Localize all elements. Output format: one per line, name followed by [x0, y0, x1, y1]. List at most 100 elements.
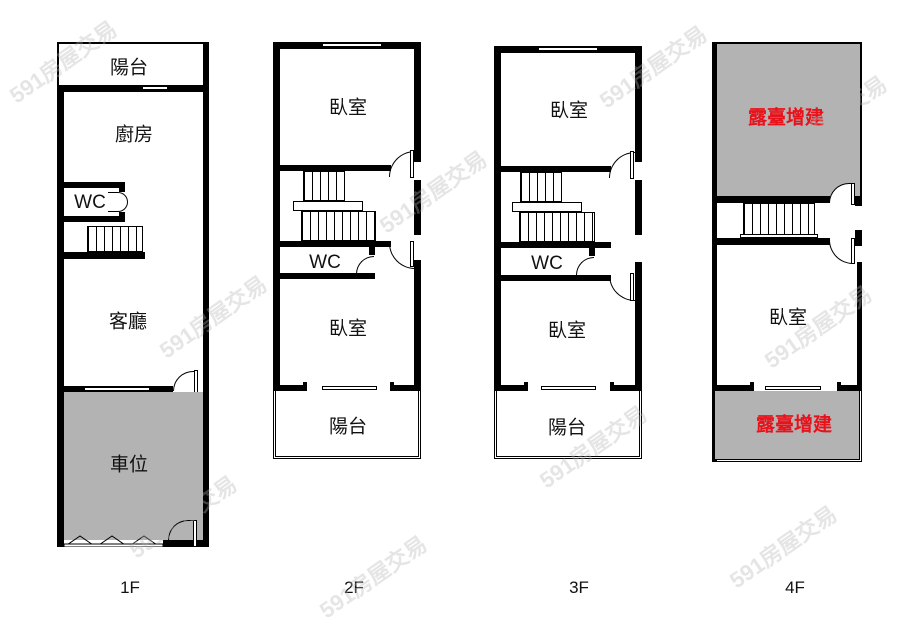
staircase: [743, 203, 815, 235]
stair-landing: [293, 201, 363, 211]
wall: [273, 273, 375, 279]
wall: [612, 385, 642, 391]
terrace-area: [714, 391, 860, 459]
room-label-living-room: 客廳: [108, 310, 148, 333]
room-label-wc: WC: [531, 253, 563, 274]
window: [84, 387, 150, 391]
balcony-frame: [494, 391, 642, 459]
wall: [494, 166, 611, 172]
wall: [712, 196, 830, 203]
window: [322, 43, 382, 47]
wall: [494, 385, 526, 391]
room-label-bedroom-back: 臥室: [547, 319, 587, 342]
wall: [273, 241, 391, 247]
room-label-bedroom: 臥室: [768, 306, 808, 329]
window: [541, 386, 596, 390]
wall: [392, 385, 421, 391]
wall: [712, 385, 752, 391]
wall: [119, 182, 125, 192]
balcony-frame: [273, 391, 421, 459]
wall: [589, 242, 595, 256]
door-leaf: [851, 238, 855, 264]
wall: [303, 382, 307, 394]
door-swing: [108, 192, 128, 212]
staircase: [303, 171, 345, 201]
room-label-terrace-addition-back: 露臺增建: [755, 413, 833, 436]
floor-label: 1F: [120, 578, 140, 597]
room-label-wc: WC: [74, 192, 106, 213]
floor-label: 3F: [569, 578, 589, 597]
window: [765, 386, 821, 390]
wall: [57, 182, 125, 188]
door-leaf: [630, 273, 634, 301]
staircase: [519, 212, 595, 242]
door-leaf: [410, 150, 414, 178]
window: [142, 86, 168, 90]
wall: [57, 540, 63, 547]
terrace-area: [714, 42, 860, 198]
wall: [635, 46, 642, 162]
wall: [273, 385, 305, 391]
room-label-bedroom-back: 臥室: [328, 317, 368, 340]
wall: [635, 262, 642, 391]
wall: [610, 382, 614, 394]
door-leaf: [194, 370, 198, 394]
window: [538, 47, 598, 51]
staircase: [520, 172, 562, 202]
wall: [857, 262, 862, 388]
door-swing: [356, 256, 374, 274]
staircase: [301, 211, 376, 241]
wall: [414, 42, 421, 162]
door-swing: [576, 257, 594, 275]
watermark: 591房屋交易: [374, 146, 492, 239]
room-label-balcony: 陽台: [547, 416, 587, 439]
window: [322, 386, 377, 390]
room-label-parking: 車位: [109, 453, 149, 476]
wall: [524, 382, 528, 394]
wall: [837, 382, 841, 394]
stair-landing: [740, 234, 818, 238]
door-leaf: [410, 241, 414, 267]
watermark: 591房屋交易: [594, 21, 712, 114]
wall: [414, 180, 421, 235]
room-label-wc: WC: [309, 252, 341, 273]
room-label-bedroom-front: 臥室: [549, 99, 589, 122]
wall: [414, 260, 421, 392]
wall: [712, 238, 830, 245]
door-leaf: [851, 183, 855, 205]
floor-label: 2F: [344, 578, 364, 597]
wall: [855, 196, 862, 206]
wall: [57, 252, 145, 259]
room-label-balcony: 陽台: [109, 56, 149, 79]
wall: [750, 382, 754, 394]
stair-landing: [512, 202, 582, 212]
floor-label: 4F: [785, 578, 805, 597]
wall: [838, 385, 862, 391]
staircase: [87, 226, 143, 252]
parking-area: [64, 392, 203, 540]
wall: [494, 275, 611, 281]
wall: [369, 241, 375, 255]
wall: [390, 382, 394, 394]
wall: [57, 85, 209, 92]
wall: [163, 540, 209, 547]
room-label-balcony: 陽台: [328, 415, 368, 438]
wall: [273, 42, 280, 392]
terrace-frame: [712, 391, 862, 462]
room-label-bedroom-front: 臥室: [328, 96, 368, 119]
watermark: 591房屋交易: [724, 501, 842, 594]
watermark: 591房屋交易: [314, 531, 432, 624]
wall: [57, 85, 64, 547]
wall: [57, 216, 125, 222]
wall: [635, 180, 642, 235]
wall: [855, 230, 862, 246]
wall: [712, 42, 717, 462]
wall: [203, 42, 209, 547]
garage-door: [63, 532, 164, 548]
wall: [494, 46, 501, 391]
room-label-terrace-addition-front: 露臺增建: [747, 106, 825, 129]
watermark: 591房屋交易: [154, 271, 272, 364]
door-leaf: [630, 151, 634, 179]
room-label-kitchen: 廚房: [114, 123, 154, 146]
door-leaf: [193, 520, 197, 547]
